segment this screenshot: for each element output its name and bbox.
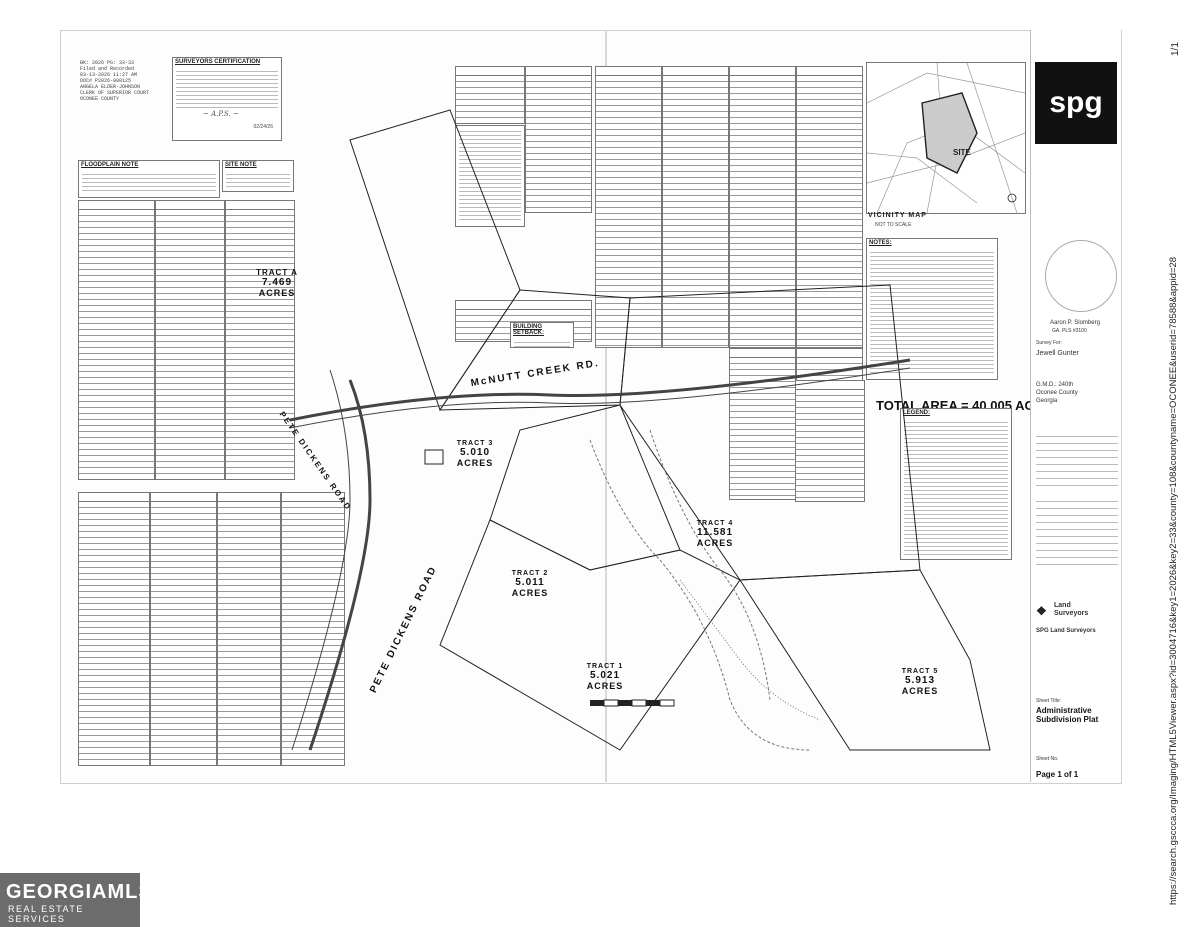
source-url: https://search.gsccca.org/Imaging/HTML5V… — [1168, 256, 1179, 905]
line-table-top-3 — [595, 66, 662, 348]
tract-acres: 7.469 — [261, 277, 293, 288]
floodplain-note-box: FLOODPLAIN NOTE — [78, 160, 220, 198]
tract-unit: ACRES — [511, 588, 549, 598]
watermark-name: GEORGIAMLS — [6, 881, 153, 903]
sheet-info-table — [1036, 430, 1118, 490]
surveyors-certification-title: SURVEYORS CERTIFICATION — [175, 59, 261, 65]
stamp-line: 03-13-2026 11:27 AM — [80, 72, 138, 78]
tract-label: TRACT 1 5.021 ACRES — [570, 663, 640, 691]
sheet-title-label: Sheet Title: — [1036, 698, 1062, 704]
curve-table-4 — [78, 492, 150, 766]
stamp-line: Filed and Recorded — [80, 66, 135, 72]
gmd-location: G.M.D.: 240th — [1036, 382, 1074, 388]
curve-table-5 — [150, 492, 217, 766]
site-note-text — [226, 171, 290, 187]
legend-entries — [904, 419, 1008, 555]
line-table-top-1 — [455, 66, 525, 124]
stamp-line: BK: 2026 PG: 33-33 — [80, 60, 135, 66]
georgia-mls-watermark: GEORGIAMLS REAL ESTATE SERVICES — [0, 873, 153, 927]
page-counter: 1/1 — [1170, 42, 1181, 56]
county-name: Oconee County — [1036, 390, 1078, 396]
site-note-title: SITE NOTE — [225, 162, 257, 168]
title-block — [1030, 30, 1121, 782]
tract-name: TRACT 4 — [696, 520, 734, 527]
tract-acres: 5.021 — [589, 670, 621, 681]
tract-acres: 11.581 — [696, 527, 734, 538]
tract-name: TRACT 1 — [586, 663, 624, 670]
vicinity-map-title: VICINITY MAP — [868, 212, 927, 219]
curve-table-3 — [225, 200, 295, 480]
surveyor-seal — [1045, 240, 1117, 312]
stamp-line: DOC# P2026-000125 — [80, 78, 132, 84]
tract-label: TRACT 4 11.581 ACRES — [680, 520, 750, 548]
tract-acres: 5.913 — [904, 675, 936, 686]
curve-table-2 — [155, 200, 225, 480]
building-setback-title: BUILDING SETBACK: — [513, 324, 544, 336]
tract-acres: 5.011 — [515, 577, 545, 588]
sheet-fold-line — [605, 30, 607, 782]
stamp-line: OCONEE COUNTY — [80, 96, 120, 102]
tract-label: TRACT 2 5.011 ACRES — [495, 570, 565, 598]
tract-name: TRACT A — [256, 268, 298, 277]
tract-unit: ACRES — [586, 681, 624, 691]
sheet-number: Page 1 of 1 — [1036, 770, 1079, 779]
tract-label: TRACT 3 5.010 ACRES — [440, 440, 510, 468]
tract-label: TRACT 5 5.913 ACRES — [885, 668, 955, 696]
building-setback-box: BUILDING SETBACK: — [510, 322, 574, 349]
curve-table-7 — [281, 492, 345, 766]
survey-for-label: Survey For: — [1036, 340, 1062, 346]
surveyor-name: Aaron P. Slomberg — [1050, 320, 1100, 326]
vicinity-site-label: SITE — [953, 148, 971, 157]
firm-logo-line2: Surveyors — [1054, 610, 1089, 617]
tract-unit: ACRES — [901, 686, 939, 696]
line-table-top-5 — [729, 66, 796, 348]
floodplain-note-text — [82, 171, 216, 193]
state-name: Georgia — [1036, 398, 1058, 404]
surveyors-certification-box: SURVEYORS CERTIFICATION ~ A.P.S. ~ 02/24… — [172, 57, 282, 141]
notes-title: NOTES: — [869, 240, 892, 246]
vicinity-map: SITE — [866, 62, 1026, 214]
line-table-top-4 — [662, 66, 729, 348]
tract-name: TRACT 3 — [456, 440, 494, 447]
recording-stamp: BK: 2026 PG: 33-33 Filed and Recorded 03… — [80, 60, 170, 102]
tract-name: TRACT 2 — [511, 570, 549, 577]
tract-name: TRACT 5 — [901, 668, 939, 675]
legend-title: LEGEND: — [903, 410, 930, 416]
line-table-top-2 — [525, 66, 592, 213]
firm-logo-line1: Land — [1054, 602, 1071, 609]
curve-table-1 — [78, 200, 155, 480]
stamp-line: CLERK OF SUPERIOR COURT — [80, 90, 150, 96]
land-surveyors-icon: ❖ — [1036, 604, 1047, 618]
floodplain-note-title: FLOODPLAIN NOTE — [81, 162, 139, 168]
notes-box: NOTES: — [866, 238, 998, 380]
legend-box: LEGEND: — [900, 408, 1012, 560]
spg-logo: spg — [1035, 62, 1117, 144]
line-table-lower-3 — [795, 380, 865, 502]
tract-unit: ACRES — [696, 538, 734, 548]
line-table-top-6 — [796, 66, 863, 348]
curve-table-6 — [217, 492, 281, 766]
sheet-title: Administrative Subdivision Plat — [1036, 706, 1099, 724]
tract-unit: ACRES — [258, 288, 296, 298]
sheet-number-label: Sheet No. — [1036, 756, 1059, 762]
tract-acres: 5.010 — [459, 447, 491, 458]
certification-date: 02/24/26 — [253, 124, 273, 130]
plat-drawing — [290, 109, 991, 751]
site-note-box: SITE NOTE — [222, 160, 294, 192]
stamp-line: ANGELA ELDER-JOHNSON — [80, 84, 141, 90]
watermark-sub: REAL ESTATE SERVICES — [8, 904, 84, 924]
vicinity-map-subtitle: NOT TO SCALE — [875, 222, 912, 228]
surveyor-license: GA. PLS #3100 — [1052, 328, 1087, 334]
vicinity-map-drawing — [867, 63, 1025, 213]
survey-for-value: Jewell Gunter — [1036, 350, 1079, 357]
stamp-note-box — [455, 125, 525, 227]
revisions-table — [1036, 495, 1118, 565]
surveyor-signature: ~ A.P.S. ~ — [203, 110, 239, 118]
firm-name: SPG Land Surveyors — [1036, 628, 1096, 634]
tract-label: TRACT A 7.469 ACRES — [242, 268, 312, 298]
certification-text — [176, 68, 278, 108]
tract-unit: ACRES — [456, 458, 494, 468]
notes-text — [870, 249, 994, 375]
